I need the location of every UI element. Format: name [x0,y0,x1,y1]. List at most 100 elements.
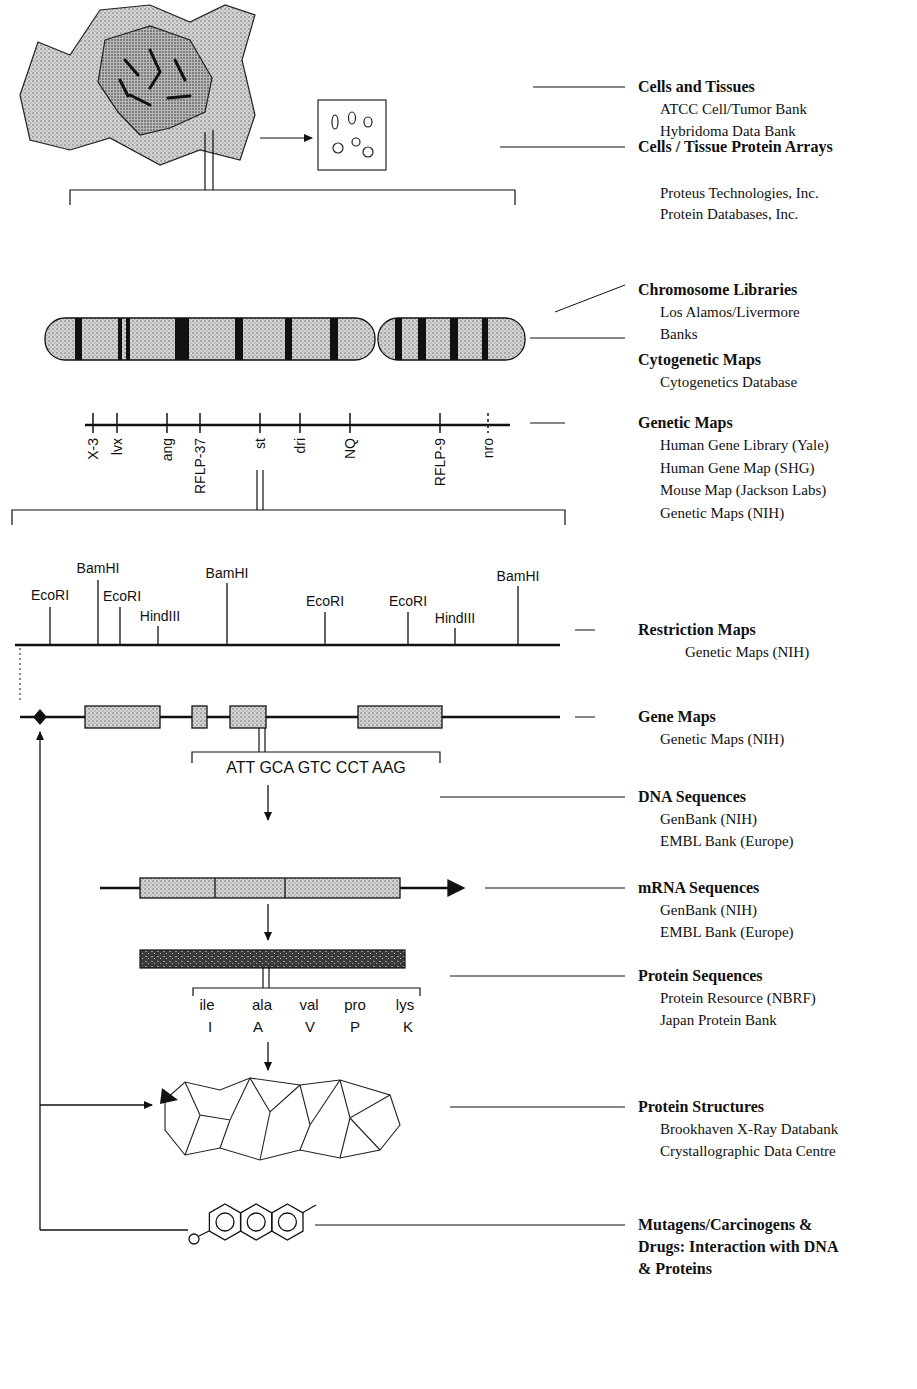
database-name: Los Alamos/Livermore Banks [660,301,830,345]
gene-locus: ang [159,438,175,461]
genetic-map [262,470,263,510]
cell [20,5,255,165]
leader-lines [530,423,565,424]
molecule [278,1213,296,1231]
restriction-site: EcoRI [389,593,427,609]
amino-acid: I [208,1018,212,1036]
database-name: Protein Resource (NBRF) [660,987,816,1009]
chromosome [482,318,488,360]
gene-map [358,706,442,728]
database-name: Cytogenetics Database [660,371,797,393]
genetic-map [256,470,257,510]
restriction-site: BamHI [77,560,120,576]
molecule [302,1205,316,1213]
category-heading: Genetic Maps [638,412,733,434]
database-name: Mouse Map (Jackson Labs) [660,479,826,501]
leader-lines [500,147,625,148]
amino-acid: V [305,1018,315,1036]
database-name: Crystallographic Data Centre [660,1140,836,1162]
feedback-arrows [39,732,40,1230]
restriction-map [49,607,50,645]
leader-lines [555,285,625,312]
category-heading: Chromosome Libraries [638,279,797,301]
chromosome [45,318,525,360]
molecule [189,1204,316,1244]
database-name: Proteus Technologies, Inc. [660,182,819,204]
gene-locus: nro [480,438,496,458]
amino-acid: P [350,1018,360,1036]
restriction-map [324,612,325,645]
chromosome [285,318,292,360]
database-name: Human Gene Map (SHG) [660,457,815,479]
gene-locus: RFLP-9 [432,438,448,486]
genetic-map [12,510,565,525]
restriction-site: EcoRI [306,593,344,609]
restriction-site: BamHI [206,565,249,581]
mrna [100,878,464,898]
chromosome [330,318,338,360]
restriction-site: EcoRI [31,587,69,603]
molecule [199,1231,209,1236]
molecule [216,1213,234,1231]
gene-map [230,706,266,728]
flow-arrows [267,785,268,1070]
gene-map [192,706,207,728]
protein-structure [160,1088,178,1104]
chromosome [395,318,402,360]
molecule [189,1234,199,1244]
cell-arrow [260,137,312,138]
genetic-map [439,413,441,433]
database-name: Protein Databases, Inc. [660,203,798,225]
gene-locus: lvx [109,438,125,455]
genetic-map [166,413,168,433]
restriction-map [157,626,158,645]
amino-acid: ile [199,996,214,1014]
cell [98,26,212,135]
leader-lines [575,717,595,718]
protein-array [332,115,338,129]
protein-array [352,138,360,146]
database-name: Japan Protein Bank [660,1009,777,1031]
protein-bar [193,988,420,996]
category-heading: DNA Sequences [638,786,746,808]
cell-arrow [260,137,312,138]
restriction-site: HindIII [140,608,180,624]
gene-locus: st [252,438,268,449]
protein-bar [140,950,405,968]
chromosome [450,318,458,360]
feedback-arrows [40,1104,152,1105]
restriction-map [15,580,560,700]
amino-acid: val [299,996,318,1014]
category-heading: Restriction Maps [638,619,756,641]
mrna [214,878,215,898]
restriction-map [407,612,408,645]
genetic-map [349,413,351,433]
gene-locus: NQ [342,438,358,459]
amino-acid: A [253,1018,263,1036]
molecule [241,1204,272,1240]
category-heading: Gene Maps [638,706,716,728]
cell [120,50,190,105]
amino-acid: K [403,1018,413,1036]
leader-lines [315,1225,625,1226]
protein-structure [185,1078,390,1160]
bracket [204,132,205,190]
restriction-map [15,644,560,647]
chromosome [175,318,189,360]
leader-lines [315,87,625,1225]
flow-arrows [267,785,268,820]
protein-structure [165,1078,400,1160]
database-name: Genetic Maps (NIH) [660,502,784,524]
feedback-arrows [40,732,188,1230]
cell [20,5,255,165]
mrna [140,878,400,898]
molecule [272,1204,303,1240]
category-heading: Cytogenetic Maps [638,349,761,371]
restriction-map [226,583,227,645]
amino-acid: pro [344,996,366,1014]
database-name: GenBank (NIH) [660,899,757,921]
database-name: ATCC Cell/Tumor Bank [660,98,807,120]
chromosome [75,318,488,360]
leader-lines [533,87,625,88]
dna-sequence: ATT GCA GTC CCT AAG [226,759,406,777]
